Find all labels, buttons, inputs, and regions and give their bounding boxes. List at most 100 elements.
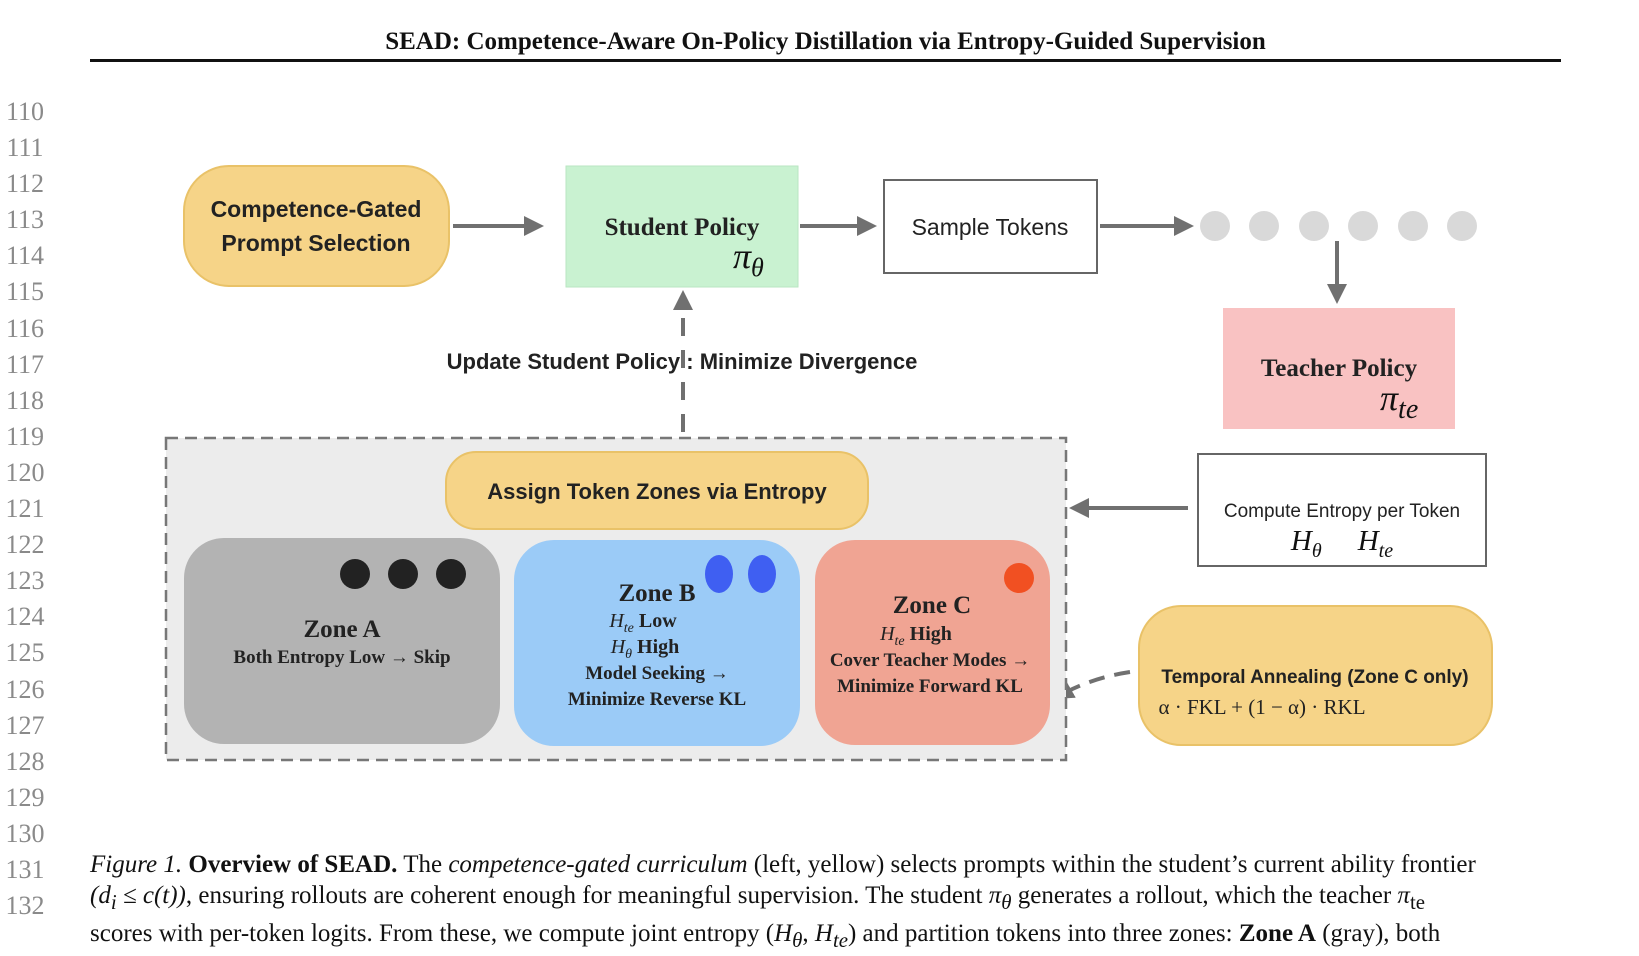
temporal-annealing-box <box>1138 605 1493 746</box>
zone-a-token-dot <box>436 559 466 589</box>
caption-text: , <box>802 920 815 947</box>
caption-math: ≤ c(t)) <box>116 882 186 909</box>
line-number: 110 <box>5 97 45 126</box>
assign-zones-box <box>445 451 869 530</box>
page-header-title: SEAD: Competence-Aware On-Policy Distill… <box>385 28 1266 55</box>
zone-b-objective-line1: Model Seeking → <box>585 663 729 684</box>
caption-zone-a-ref: Zone A <box>1238 920 1316 947</box>
caption-text: (gray), both <box>1322 920 1441 947</box>
zone-c-teacher-entropy: Hte High <box>879 623 952 649</box>
prompt-selection-box <box>183 165 450 287</box>
zone-c-objective-line2: Minimize Forward KL <box>837 676 1023 697</box>
zone-b-title: Zone B <box>618 580 695 607</box>
caption-text: generates a rollout, which the teacher <box>1017 882 1392 909</box>
caption-math: H <box>814 920 833 947</box>
caption-text: scores with per-token logits. From these… <box>90 920 775 947</box>
zone-c-objective-line1: Cover Teacher Modes → <box>830 650 1030 671</box>
caption-emphasis: competence-gated curriculum <box>448 851 748 878</box>
caption-math-subscript: i <box>110 890 117 914</box>
zone-a-token-dot <box>340 559 370 589</box>
caption-line-2: (di ≤ c(t)), ensuring rollouts are coher… <box>90 880 1562 918</box>
caption-line-3: scores with per-token logits. From these… <box>90 918 1562 956</box>
line-number: 123 <box>5 566 45 596</box>
line-number: 115 <box>5 277 45 307</box>
zone-a-description: Both Entropy Low → Skip <box>233 647 450 668</box>
teacher-policy-label: Teacher Policy <box>1261 355 1418 382</box>
caption-math: H <box>774 920 793 947</box>
caption-text: (left, yellow) selects prompts within th… <box>753 851 1476 878</box>
sample-tokens-label: Sample Tokens <box>912 214 1069 240</box>
sampled-token-dot <box>1299 211 1329 241</box>
line-number: 122 <box>5 530 45 560</box>
line-number: 113 <box>5 205 45 235</box>
line-number: 132 <box>5 891 45 921</box>
caption-math: π <box>1397 882 1410 909</box>
temporal-annealing-label: Temporal Annealing (Zone C only) <box>1161 667 1468 688</box>
figure-caption: Figure 1. Overview of SEAD. The competen… <box>90 849 1562 956</box>
sead-overview-diagram: Competence-Gated Prompt Selection Studen… <box>164 165 1493 762</box>
line-number: 130 <box>5 818 45 848</box>
sampled-token-dot <box>1348 211 1378 241</box>
caption-math-subscript: te <box>832 928 848 952</box>
zone-b-student-entropy: Hθ High <box>610 636 680 662</box>
zone-a-token-dot <box>388 559 418 589</box>
compute-entropy-box <box>1197 453 1487 567</box>
student-policy-symbol: πθ <box>733 236 764 282</box>
student-policy-label: Student Policy <box>605 214 760 241</box>
figure-label: Figure 1. <box>90 851 183 878</box>
prompt-selection-line2: Prompt Selection <box>221 230 410 256</box>
caption-text: , ensuring rollouts are coherent enough … <box>185 882 983 909</box>
prompt-selection-line1: Competence-Gated <box>211 196 422 222</box>
caption-math: π <box>988 882 1002 909</box>
caption-title: Overview of SEAD. <box>188 851 398 878</box>
line-number: 114 <box>5 241 45 271</box>
line-number: 125 <box>5 638 45 668</box>
zone-a-title: Zone A <box>303 616 380 643</box>
compute-entropy-label: Compute Entropy per Token <box>1224 501 1460 522</box>
line-number: 117 <box>5 349 45 379</box>
line-number: 127 <box>5 710 45 740</box>
line-number: 120 <box>5 457 45 487</box>
zone-a-card <box>184 538 500 744</box>
sample-tokens-box <box>883 179 1098 274</box>
line-number: 131 <box>5 854 45 884</box>
line-number: 128 <box>5 746 45 776</box>
caption-math-subscript: θ <box>792 928 803 952</box>
line-number: 112 <box>5 169 45 199</box>
zone-b-card <box>514 540 800 746</box>
line-number: 126 <box>5 674 45 704</box>
line-number: 116 <box>5 313 45 343</box>
update-student-label: Update Student Policy : Minimize Diverge… <box>447 349 918 374</box>
caption-text: ) and partition tokens into three zones: <box>847 920 1233 947</box>
zone-c-title: Zone C <box>893 592 971 619</box>
student-policy-box <box>565 165 799 288</box>
line-number: 118 <box>5 385 45 415</box>
sampled-token-dot <box>1200 211 1230 241</box>
zone-b-teacher-entropy: Hte Low <box>608 610 677 636</box>
assign-zones-label: Assign Token Zones via Entropy <box>487 479 827 504</box>
caption-math: (d <box>90 882 111 909</box>
line-number: 129 <box>5 782 45 812</box>
caption-text: The <box>403 851 443 878</box>
line-number: 119 <box>5 421 45 451</box>
line-number: 124 <box>5 602 45 632</box>
teacher-policy-symbol: πte <box>1380 378 1418 425</box>
sampled-token-dot <box>1447 211 1477 241</box>
teacher-policy-box <box>1223 308 1455 429</box>
line-number: 121 <box>5 494 45 524</box>
arrow-annealing-to-zone-c <box>1053 670 1131 699</box>
sampled-token-dot <box>1249 211 1279 241</box>
caption-math-subscript: θ <box>1001 890 1012 914</box>
zone-b-token-dot <box>748 555 776 593</box>
line-numbers: 110 111 112 113 114 115 116 117 118 119 … <box>0 94 50 924</box>
caption-line-1: Figure 1. Overview of SEAD. The competen… <box>90 849 1562 880</box>
caption-math-subscript: te <box>1409 890 1425 914</box>
zone-b-token-dot <box>705 555 733 593</box>
header-rule <box>90 59 1561 62</box>
zone-c-token-dot <box>1004 563 1034 593</box>
line-number: 111 <box>6 133 44 163</box>
zone-c-card <box>815 540 1050 745</box>
sampled-token-dot <box>1398 211 1428 241</box>
zone-b-objective-line2: Minimize Reverse KL <box>568 689 746 710</box>
